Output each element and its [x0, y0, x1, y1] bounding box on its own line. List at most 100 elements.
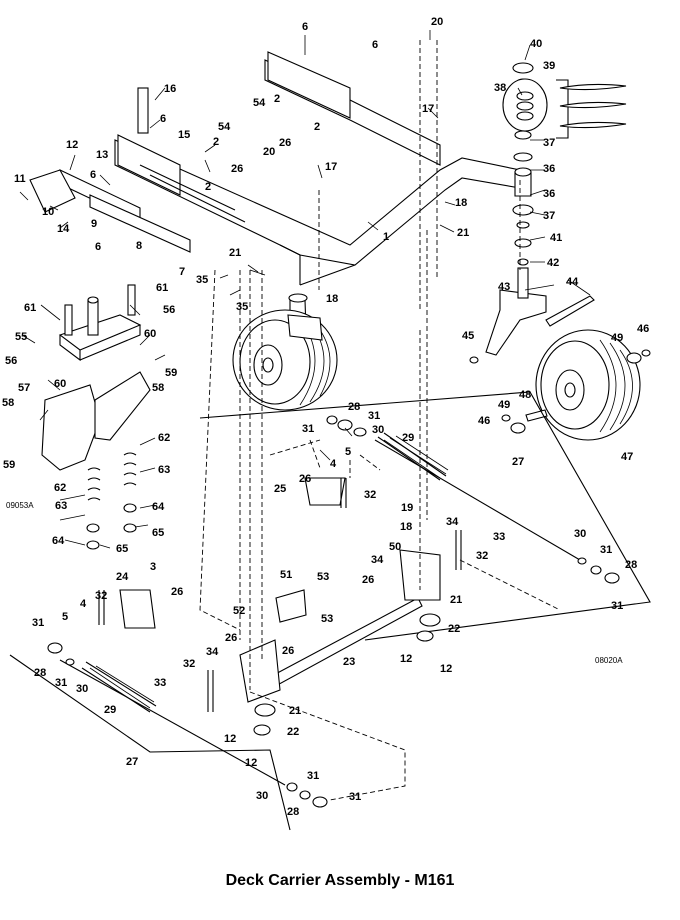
- callout: 28: [348, 401, 360, 413]
- callout: 26: [362, 574, 374, 586]
- callout: 37: [543, 210, 555, 222]
- callout: 20: [263, 146, 275, 158]
- callout: 16: [164, 83, 176, 95]
- callout: 59: [3, 459, 15, 471]
- callout: 17: [325, 161, 337, 173]
- callout: 2: [213, 136, 219, 148]
- callout: 46: [637, 323, 649, 335]
- callout: 46: [478, 415, 490, 427]
- callout: 64: [152, 501, 165, 513]
- front-caster-assembly: [469, 62, 651, 441]
- callout: 53: [321, 613, 333, 625]
- callout: 52: [233, 605, 245, 617]
- callout: 4: [330, 458, 337, 470]
- center-wheel: [232, 309, 338, 411]
- callout: 11: [14, 173, 26, 185]
- callout: 7: [179, 266, 185, 278]
- callout: 31: [611, 600, 623, 612]
- callout: 21: [457, 227, 469, 239]
- callout: 51: [280, 569, 292, 581]
- callout: 31: [368, 410, 380, 422]
- callout: 20: [431, 16, 443, 28]
- callout: 26: [231, 163, 243, 175]
- callout: 42: [547, 257, 559, 269]
- diagram-caption: Deck Carrier Assembly - M161: [225, 872, 455, 889]
- callout: 5: [345, 446, 351, 458]
- callout: 1: [383, 231, 389, 243]
- callout: 31: [349, 791, 361, 803]
- lift-shaft-assembly: [98, 477, 462, 736]
- callout: 9: [91, 218, 97, 230]
- callout: 12: [440, 663, 452, 675]
- callout: 34: [206, 646, 219, 658]
- callout: 58: [2, 397, 14, 409]
- callout: 10: [42, 206, 54, 218]
- callout: 12: [245, 757, 257, 769]
- callout: 15: [178, 129, 190, 141]
- callout: 34: [371, 554, 384, 566]
- callout: 23: [343, 656, 355, 668]
- callout: 61: [156, 282, 168, 294]
- callout: 29: [104, 704, 116, 716]
- callout: 54: [253, 97, 266, 109]
- callout: 33: [493, 531, 505, 543]
- callout: 32: [476, 550, 488, 562]
- callout: 39: [543, 60, 555, 72]
- callout: 24: [116, 571, 129, 583]
- callout: 26: [279, 137, 291, 149]
- callout: 40: [530, 38, 542, 50]
- callout: 65: [116, 543, 128, 555]
- callout: 27: [126, 756, 138, 768]
- callout: 49: [611, 332, 623, 344]
- callout: 31: [307, 770, 319, 782]
- callout: 12: [400, 653, 412, 665]
- callout: 65: [152, 527, 164, 539]
- callout: 64: [52, 535, 65, 547]
- callout: 34: [446, 516, 459, 528]
- callout: 60: [144, 328, 156, 340]
- callout: 6: [95, 241, 101, 253]
- callout-labels: 1 2 2 2 2 3 4 4 5 5 6 6 6 6 6 7 8 9 10 1…: [2, 16, 649, 818]
- callout: 60: [54, 378, 66, 390]
- callout: 18: [326, 293, 338, 305]
- callout: 26: [299, 473, 311, 485]
- main-frame: [29, 51, 521, 331]
- callout: 31: [302, 423, 314, 435]
- callout: 31: [55, 677, 67, 689]
- callout: 56: [5, 355, 17, 367]
- callout: 21: [450, 594, 462, 606]
- callout: 31: [600, 544, 612, 556]
- callout: 12: [66, 139, 78, 151]
- callout: 32: [183, 658, 195, 670]
- callout: 5: [62, 611, 68, 623]
- callout: 35: [236, 301, 248, 313]
- callout: 56: [163, 304, 175, 316]
- left-spring-rod-assembly: [9, 642, 328, 831]
- callout: 30: [256, 790, 268, 802]
- callout: 14: [57, 223, 70, 235]
- callout: 26: [171, 586, 183, 598]
- callout: 62: [158, 432, 170, 444]
- callout: 61: [24, 302, 36, 314]
- callout: 45: [462, 330, 474, 342]
- leader-lines: [19, 30, 591, 549]
- callout: 44: [566, 276, 579, 288]
- callout: 35: [196, 274, 208, 286]
- callout: 30: [574, 528, 586, 540]
- callout: 33: [154, 677, 166, 689]
- callout: 19: [401, 502, 413, 514]
- callout: 6: [302, 21, 308, 33]
- callout: 55: [15, 331, 27, 343]
- callout: 30: [76, 683, 88, 695]
- callout: 37: [543, 137, 555, 149]
- assembly-guide-lines: [199, 40, 561, 801]
- callout: 22: [448, 623, 460, 635]
- callout: 48: [519, 389, 531, 401]
- callout: 6: [372, 39, 378, 51]
- callout: 38: [494, 82, 506, 94]
- callout: 57: [18, 382, 30, 394]
- callout: 53: [317, 571, 329, 583]
- callout: 36: [543, 163, 555, 175]
- callout: 31: [32, 617, 44, 629]
- callout: 63: [55, 500, 67, 512]
